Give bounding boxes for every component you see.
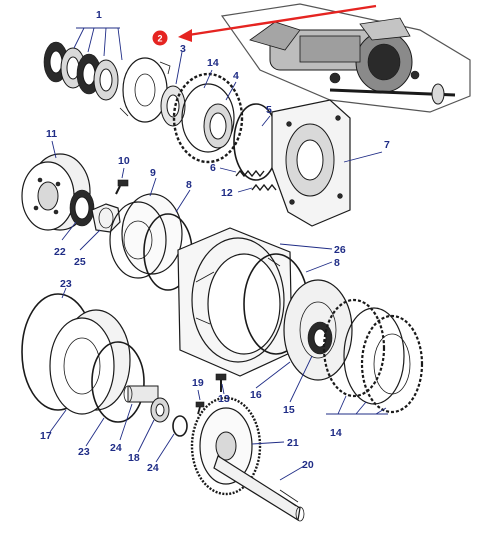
callout-19: 19 — [192, 377, 204, 389]
callout-13: 13 — [218, 393, 230, 405]
callout-23-bottom: 23 — [78, 446, 90, 458]
highlight-label: 2 — [157, 34, 162, 44]
shaft-20 — [213, 455, 305, 522]
callout-11: 11 — [46, 128, 57, 140]
callout-17: 17 — [40, 430, 52, 442]
pin-19 — [195, 389, 205, 415]
callout-14-top: 14 — [207, 57, 219, 69]
callout-22: 22 — [54, 246, 66, 258]
callout-24-left: 24 — [110, 442, 122, 454]
washer-18 — [137, 397, 170, 453]
callout-15: 15 — [283, 404, 295, 416]
snap-ring-24 — [155, 415, 188, 463]
friction-plates-14-bottom — [322, 298, 424, 415]
clutch-drum-14-top — [172, 69, 244, 164]
callout-9: 9 — [150, 167, 156, 179]
callout-6: 6 — [210, 162, 216, 174]
callout-4: 4 — [233, 70, 239, 82]
cover-housing-7 — [271, 99, 383, 227]
callout-16: 16 — [250, 389, 262, 401]
shaft-spacer-24 — [119, 385, 159, 441]
bearing-22 — [61, 189, 95, 241]
callout-12: 12 — [221, 187, 233, 199]
highlight-badge: 2 — [152, 30, 168, 46]
highlight-arrow — [178, 4, 377, 42]
callout-24-right: 24 — [147, 462, 159, 474]
bolt-10 — [115, 167, 129, 195]
bolt-13 — [215, 373, 227, 395]
callout-1: 1 — [96, 9, 102, 21]
clutch-plate-stack — [43, 27, 123, 101]
callout-20: 20 — [302, 459, 314, 471]
callout-23: 23 — [60, 278, 72, 290]
transmission-assembly-inset — [220, 3, 471, 113]
callout-5: 5 — [266, 104, 272, 116]
hub-4 — [203, 81, 237, 149]
callout-8-top: 8 — [186, 179, 192, 191]
seal-ring-bottom — [85, 341, 145, 447]
callout-21: 21 — [287, 437, 299, 449]
main-housing-26 — [177, 227, 333, 377]
gear-21 — [190, 396, 285, 496]
callout-7: 7 — [384, 139, 390, 151]
callout-3: 3 — [180, 43, 186, 55]
callout-18: 18 — [128, 452, 140, 464]
callout-25: 25 — [74, 256, 86, 268]
seal-25 — [79, 203, 121, 251]
callout-10: 10 — [118, 155, 130, 167]
callout-14-bottom: 14 — [330, 427, 342, 439]
spring-6 — [219, 167, 265, 178]
callout-8-bottom: 8 — [334, 257, 340, 269]
spring-12 — [237, 183, 277, 193]
drum-9 — [109, 177, 183, 279]
callout-26: 26 — [334, 244, 346, 256]
drum-17 — [49, 309, 131, 433]
